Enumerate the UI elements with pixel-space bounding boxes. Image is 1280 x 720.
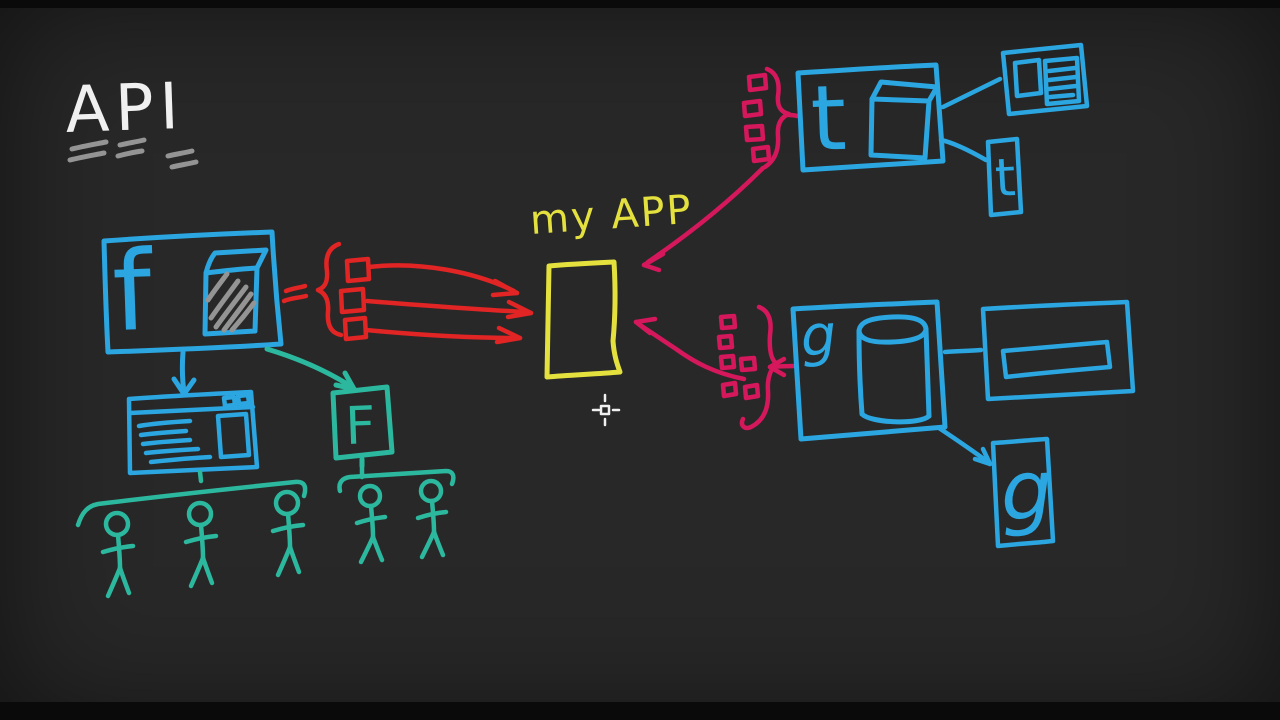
window-button-icon [221,394,238,409]
google-clients [936,299,1136,549]
arrow-request-to-app [363,327,520,341]
api-title: API [64,70,186,148]
facebook-server-letter: f [110,227,155,356]
google-server-letter: g [798,303,838,370]
my-app-label: my APP [528,187,694,244]
twitter-server-box [795,62,946,173]
window-text-line [140,437,193,447]
stick-figure-user [415,478,449,560]
card-text-line [1046,74,1079,83]
facebook-server-box [101,229,284,397]
link-twitter-to-phone [938,137,989,163]
api-title-underline-marks [67,137,199,170]
left-brace [315,241,344,338]
stick-figure-user [183,500,219,589]
twitter-database-icon [869,79,940,104]
card-text-line [1046,83,1079,92]
request-square-icon [716,333,735,351]
google-api-brace [633,304,799,431]
window-text-line [136,418,193,429]
facebook-app-box [330,384,395,461]
arrow-twitter-to-app [645,165,766,265]
right-brace [739,304,780,431]
request-square-icon [746,72,769,93]
my-app-box [544,259,623,380]
arrow-google-to-app [637,322,747,382]
equals-mark [283,283,308,294]
stick-figure-user [100,510,136,599]
facebook-app-cluster [264,346,395,469]
window-text-line [143,446,201,456]
facebook-database-hatching [205,271,257,333]
arrow-request-to-app [364,298,531,315]
card-text-line [1046,65,1078,74]
request-square-icon [718,353,737,371]
crosshair-cursor-icon [591,393,621,427]
users-brackets [75,463,456,528]
request-square-icon [342,315,369,342]
request-square-icon [344,256,372,284]
twitter-server-letter: t [809,66,848,172]
stick-figure-user [354,483,388,565]
website-window [126,389,260,476]
google-client-letter: g [998,442,1055,540]
arrow-facebook-to-app [264,346,355,390]
link-google-to-phone [936,425,991,465]
twitter-api-brace [641,66,800,273]
window-button-icon [235,392,252,407]
window-text-line [148,454,213,465]
twitter-web-card [1000,42,1090,117]
arrow-facebook-to-website [179,349,187,395]
twitter-phone [985,136,1024,218]
google-database-icon [856,314,929,345]
request-square-icon [742,382,761,401]
facebook-api-requests [281,241,534,345]
card-image-placeholder [1012,57,1044,99]
equals-mark [281,293,309,304]
stick-figures-group [100,478,449,599]
window-text-line [138,428,189,438]
request-square-icon [738,355,758,373]
letterbox-bottom [0,702,1280,720]
window-titlebar [127,404,256,416]
search-bar-icon [1000,339,1113,380]
facebook-database-icon [202,265,260,337]
link-twitter-to-card [940,76,1003,110]
window-image-placeholder [215,411,252,460]
twitter-client-letter: t [994,148,1018,209]
google-search-page [980,299,1136,402]
stick-figure-user [270,489,306,578]
request-square-icon [720,380,739,399]
letterbox-top [0,0,1280,8]
request-square-icon [718,313,738,331]
google-server-box [790,299,948,442]
facebook-client-letter: F [344,396,376,457]
twitter-clients [938,42,1090,218]
google-phone [990,436,1056,549]
request-square-icon [743,123,766,143]
request-square-icon [750,144,772,164]
card-text-line [1047,92,1076,100]
request-square-icon [338,286,367,315]
arrow-request-to-app [366,263,517,294]
arrow-google-to-brace [770,363,799,370]
request-square-icon [741,98,764,119]
link-google-to-search [942,347,984,355]
